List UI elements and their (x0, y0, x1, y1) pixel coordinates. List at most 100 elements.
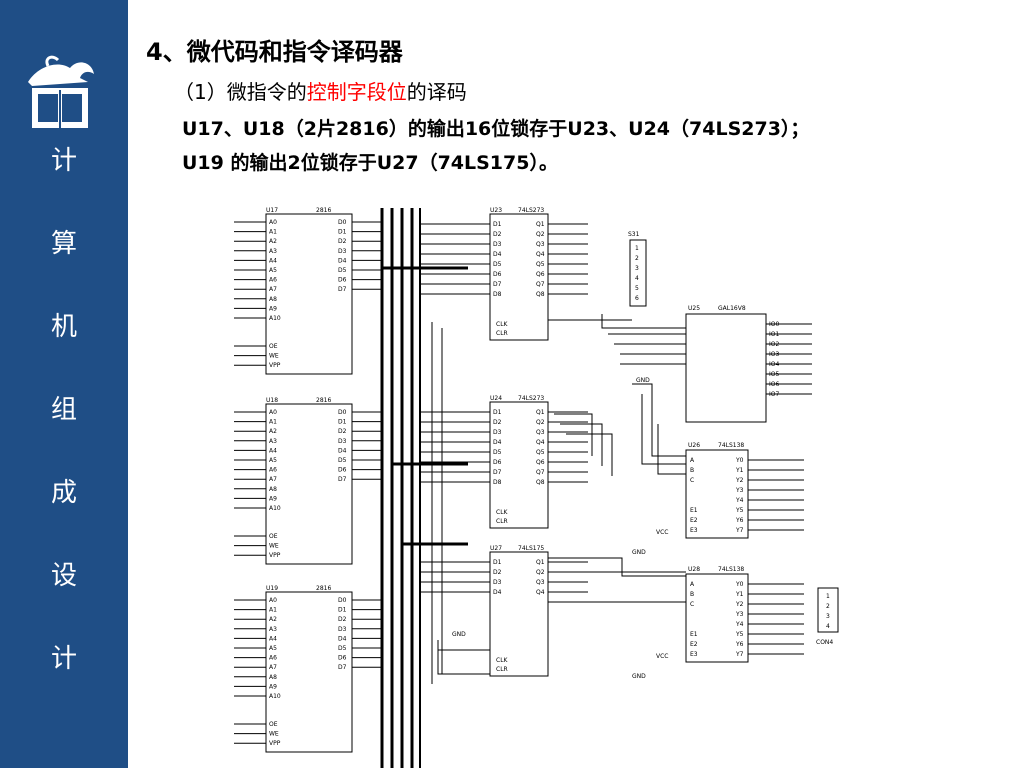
gnd-label: GND (632, 549, 646, 556)
latch-input-label: D4 (493, 439, 502, 446)
gnd-label: GND (636, 377, 650, 384)
latch-input-label: D6 (493, 271, 502, 278)
data-pin-label: D6 (338, 277, 347, 284)
latch-input-label: D4 (493, 251, 502, 258)
clk-label: CLK (496, 509, 509, 516)
address-pin-label: A1 (269, 419, 277, 426)
clr-label: CLR (496, 330, 508, 337)
latch-input-label: D5 (493, 449, 502, 456)
latch-output-label: Q5 (536, 449, 545, 456)
sidebar-title-char: 机 (50, 312, 77, 342)
latch-chip (489, 213, 549, 341)
chip-part: 74LS175 (518, 545, 544, 552)
decoder-select-label: B (690, 591, 694, 598)
control-pin-label: OE (269, 533, 278, 540)
address-pin-label: A0 (269, 597, 277, 604)
data-pin-label: D5 (338, 267, 347, 274)
eeprom-chip (265, 591, 353, 753)
latch-input-label: D7 (493, 281, 502, 288)
latch-input-label: D3 (493, 429, 502, 436)
latch-input-label: D8 (493, 291, 502, 298)
latch-output-label: Q7 (536, 469, 545, 476)
latch-output-label: Q2 (536, 419, 545, 426)
address-pin-label: A0 (269, 219, 277, 226)
address-pin-label: A5 (269, 267, 277, 274)
latch-input-label: D7 (493, 469, 502, 476)
connector (817, 587, 839, 633)
gnd-label: GND (632, 673, 646, 680)
data-pin-label: D7 (338, 476, 347, 483)
data-pin-label: D4 (338, 257, 347, 264)
chip-label: U19 (266, 585, 278, 592)
chip-label: U24 (490, 395, 502, 402)
address-pin-label: A8 (269, 296, 277, 303)
subtitle-suffix: 的译码 (406, 80, 467, 104)
control-pin-label: OE (269, 721, 278, 728)
address-pin-label: A7 (269, 476, 277, 483)
subtitle-highlight: 控制字段位 (306, 80, 407, 104)
latch-output-label: Q2 (536, 231, 545, 238)
decoder-output-label: Y7 (735, 527, 744, 534)
dragon-book-emblem-icon (28, 55, 94, 128)
latch-output-label: Q8 (536, 479, 545, 486)
decoder-output-label: Y6 (735, 517, 744, 524)
clk-label: CLK (496, 321, 509, 328)
address-pin-label: A4 (269, 447, 277, 454)
latch-input-label: D1 (493, 559, 502, 566)
data-pin-label: D6 (338, 467, 347, 474)
address-pin-label: A0 (269, 409, 277, 416)
control-pin-label: WE (269, 353, 279, 360)
chip-label: U18 (266, 397, 278, 404)
decoder-enable-label: E2 (690, 641, 698, 648)
latch-input-label: D1 (493, 409, 502, 416)
address-pin-label: A1 (269, 229, 277, 236)
decoder-enable-label: E1 (690, 507, 698, 514)
address-pin-label: A8 (269, 486, 277, 493)
latch-input-label: D3 (493, 579, 502, 586)
decoder-enable-label: E3 (690, 651, 698, 658)
data-pin-label: D4 (338, 635, 347, 642)
latch-output-label: Q1 (536, 559, 545, 566)
decoder-output-label: Y1 (735, 591, 744, 598)
latch-chip (489, 401, 549, 529)
address-pin-label: A2 (269, 616, 277, 623)
decoder-output-label: Y0 (735, 457, 744, 464)
data-pin-label: D2 (338, 616, 347, 623)
address-pin-label: A9 (269, 305, 277, 312)
chip-label: U28 (688, 566, 700, 573)
switch-pin-label: 5 (635, 285, 639, 292)
address-pin-label: A2 (269, 238, 277, 245)
data-pin-label: D4 (338, 447, 347, 454)
data-pin-label: D1 (338, 607, 347, 614)
data-pin-label: D5 (338, 645, 347, 652)
decoder-output-label: Y3 (735, 487, 744, 494)
decoder-select-label: C (690, 601, 694, 608)
connector-pin-label: 3 (826, 613, 830, 620)
data-pin-label: D2 (338, 238, 347, 245)
data-pin-label: D1 (338, 229, 347, 236)
decoder-output-label: Y4 (735, 497, 744, 504)
address-pin-label: A3 (269, 626, 277, 633)
latch-output-label: Q3 (536, 241, 545, 248)
address-pin-label: A1 (269, 607, 277, 614)
decoder-enable-label: E1 (690, 631, 698, 638)
chip-part: 74LS138 (718, 442, 744, 449)
latch-input-label: D2 (493, 231, 502, 238)
address-pin-label: A9 (269, 495, 277, 502)
decoder-output-label: Y6 (735, 641, 744, 648)
latch-output-label: Q1 (536, 409, 545, 416)
switch-header (629, 239, 647, 307)
chip-part: 74LS273 (518, 207, 544, 214)
latch-input-label: D5 (493, 261, 502, 268)
address-pin-label: A6 (269, 655, 277, 662)
switch-pin-label: 1 (635, 245, 639, 252)
data-pin-label: D0 (338, 409, 347, 416)
latch-input-label: D6 (493, 459, 502, 466)
address-pin-label: A4 (269, 635, 277, 642)
address-pin-label: A10 (269, 505, 281, 512)
chip-part: 74LS273 (518, 395, 544, 402)
clr-label: CLR (496, 666, 508, 673)
switch-pin-label: 4 (635, 275, 639, 282)
latch-input-label: D2 (493, 419, 502, 426)
